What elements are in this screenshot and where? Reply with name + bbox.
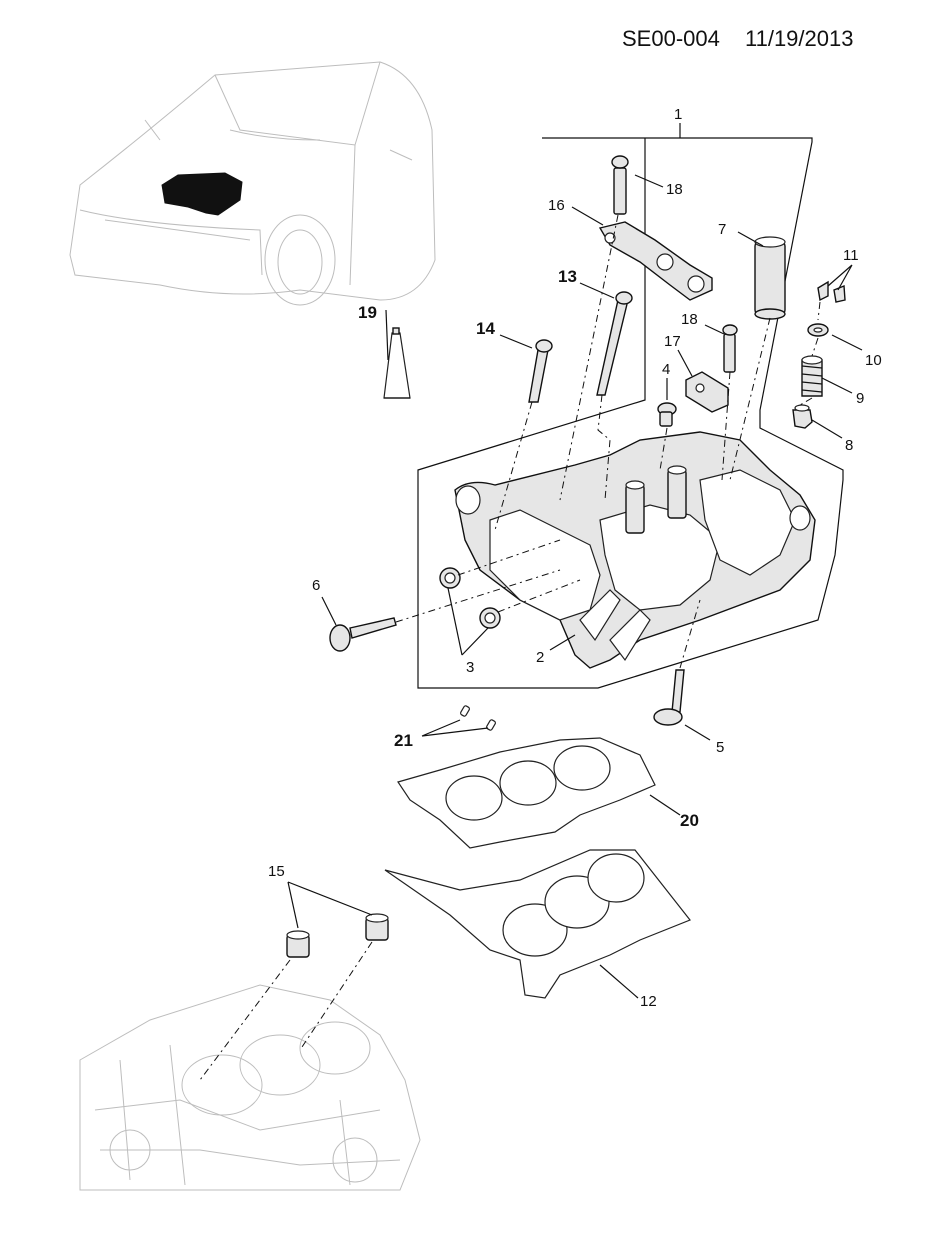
vehicle-locator [69,61,436,306]
part-14-bolt [528,339,553,403]
callout-18-upper: 18 [666,181,683,198]
callout-17: 17 [664,333,681,350]
callout-11: 11 [843,247,859,264]
part-20-head-gasket [397,737,656,849]
callout-6: 6 [312,577,320,594]
callout-3: 3 [466,659,474,676]
diagram-code: SE00-004 [622,26,720,51]
part-21-dowels [460,705,496,731]
callout-14: 14 [476,319,495,338]
assembly-group-outline [417,137,844,689]
callout-18-lower: 18 [681,311,698,328]
callout-5: 5 [716,739,724,756]
engine-location-highlight [161,172,243,216]
part-13-long-bolt [596,291,633,396]
callout-1: 1 [674,106,682,123]
part-11-keepers [817,280,846,303]
callout-labels: 1 2 3 4 5 6 7 8 9 10 11 12 13 14 15 16 1… [268,106,882,1010]
alignment-lines [199,214,821,1081]
callout-19: 19 [358,303,377,322]
callout-7: 7 [718,221,726,238]
part-6-valve [329,617,397,652]
callout-2: 2 [536,649,544,666]
part-18-bolt-upper [611,155,629,215]
part-4-plug [657,402,677,427]
part-10-retainer [807,323,829,337]
callout-16: 16 [548,197,565,214]
callout-8: 8 [845,437,853,454]
part-16-bearing-cap [598,221,713,301]
callout-4: 4 [662,361,670,378]
callout-15: 15 [268,863,285,880]
callout-20: 20 [680,811,699,830]
part-18-bolt-lower [722,324,738,373]
callout-9: 9 [856,390,864,407]
leader-lines [287,174,863,999]
part-12-gasket [384,849,691,999]
diagram-date: 11/19/2013 [745,26,853,51]
part-17-cap [685,371,729,413]
cylinder-head [454,431,816,669]
part-5-valve [653,669,685,726]
part-7-tube [754,236,786,320]
callout-12: 12 [640,993,657,1010]
callout-13: 13 [558,267,577,286]
part-8-seal [792,404,813,429]
part-19-sealant-tube [383,327,411,399]
engine-block-ghost [79,984,421,1191]
part-15-sleeves [286,913,389,958]
part-9-spring [801,355,823,397]
part-3-seals [439,567,501,629]
callout-10: 10 [865,352,882,369]
callout-21: 21 [394,731,413,750]
